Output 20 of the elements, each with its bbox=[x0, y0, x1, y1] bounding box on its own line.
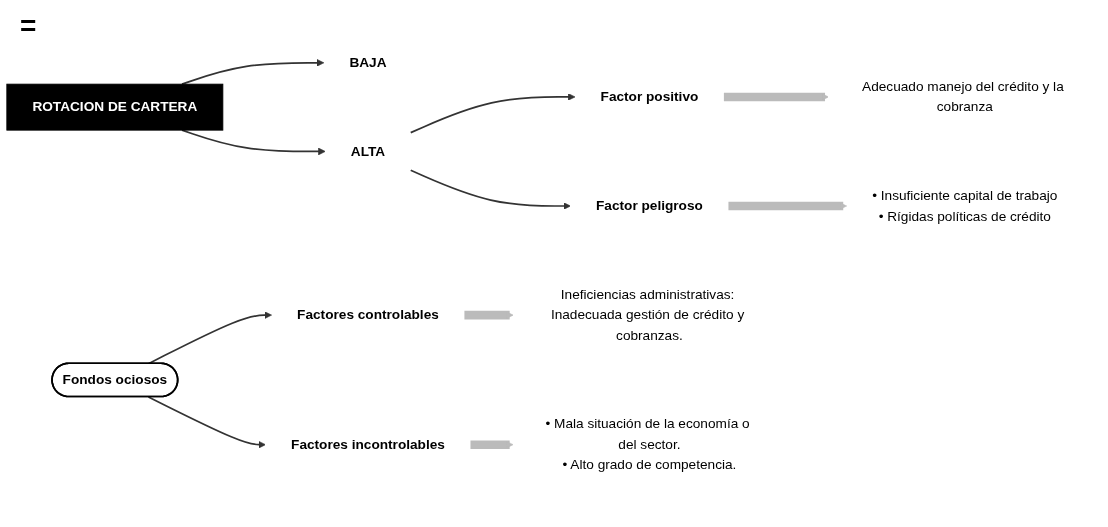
node-box: ROTACION DE CARTERA bbox=[6, 83, 224, 131]
node-text: Factor peligroso bbox=[596, 197, 703, 213]
arrow bbox=[147, 395, 266, 448]
arrow bbox=[409, 168, 571, 210]
node-text: Factores controlables bbox=[297, 306, 439, 322]
node-text: Adecuado manejo del crédito y la cobranza bbox=[862, 78, 1064, 114]
arrow bbox=[728, 201, 847, 210]
node-text: • Insuficiente capital de trabajo • Rígidas políticas de crédito bbox=[872, 187, 1058, 223]
node-text: Factores incontrolables bbox=[291, 436, 445, 451]
node-text: Ineficiencias administrativas: Inadecuada gestión de crédito y cobranzas. bbox=[550, 286, 745, 342]
arrow bbox=[469, 439, 514, 449]
node-text: Factor positivo bbox=[600, 88, 699, 104]
arrow bbox=[464, 310, 514, 319]
arrow bbox=[409, 92, 576, 133]
node-text: ALTA bbox=[350, 143, 386, 158]
arrow bbox=[181, 128, 326, 155]
node-text: • Mala situación de la economía o del sector. • Alto grado de competencia. bbox=[545, 416, 750, 472]
equals-sign: = bbox=[20, 10, 37, 41]
node-text: BAJA bbox=[349, 54, 387, 70]
arrow bbox=[723, 92, 829, 101]
